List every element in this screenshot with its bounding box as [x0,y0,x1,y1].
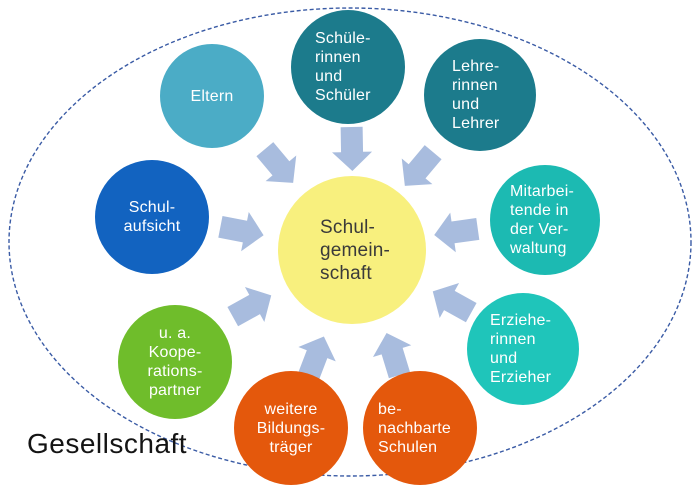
node-eltern-label: Eltern [190,87,234,105]
arrow-from-mitarbeitende-icon [434,212,480,253]
node-schulaufsicht-label: Schul- aufsicht [123,199,181,235]
node-schulgemeinschaft: Schul- gemein- schaft [278,176,426,324]
node-kooperationspartner: u. a. Koope- rations- partner [118,305,232,419]
node-lehrerinnen-label: Lehre- rinnen und Lehrer [452,58,500,132]
arrow-from-lehrerinnen-icon [401,145,442,186]
inward-arrows [218,126,480,382]
node-bildungstraeger-label: weitere Bildungs- träger [256,400,326,456]
node-erzieherinnen-und-erzieher: Erziehe- rinnen und Erzieher [467,293,579,405]
node-schulgemeinschaft-label: Schul- gemein- schaft [320,216,391,284]
arrow-from-benachbarte-icon [372,332,412,379]
arrow-from-erzieherinnen-icon [432,283,477,323]
node-mitarbeitende-verwaltung: Mitarbei- tende in der Ver- waltung [490,165,600,275]
arrow-from-bildungstraeger-icon [297,336,336,382]
node-schuelerinnen-label: Schüle- rinnen und Schüler [315,30,371,104]
node-benachbarte-label: be- nachbarte Schulen [378,400,451,456]
society-ellipse [8,7,692,477]
node-erzieherinnen-label: Erziehe- rinnen und Erzieher [490,312,552,386]
node-kooperationspartner-label: u. a. Koope- rations- partner [147,325,203,399]
arrow-from-kooperationspartner-icon [227,287,272,327]
node-weitere-bildungstraeger: weitere Bildungs- träger [234,371,348,485]
node-mitarbeitende-label: Mitarbei- tende in der Ver- waltung [510,183,575,257]
node-schulaufsicht: Schul- aufsicht [95,160,209,274]
arrow-from-schuelerinnen-icon [332,126,373,171]
node-schuelerinnen-und-schueler: Schüle- rinnen und Schüler [291,10,405,124]
arrow-from-eltern-icon [256,142,297,183]
node-benachbarte-schulen: be- nachbarte Schulen [363,371,477,485]
node-eltern: Eltern [160,44,264,148]
arrow-from-schulaufsicht-icon [218,211,264,252]
society-label: Gesellschaft [27,428,188,459]
node-lehrerinnen-und-lehrer: Lehre- rinnen und Lehrer [424,39,536,151]
